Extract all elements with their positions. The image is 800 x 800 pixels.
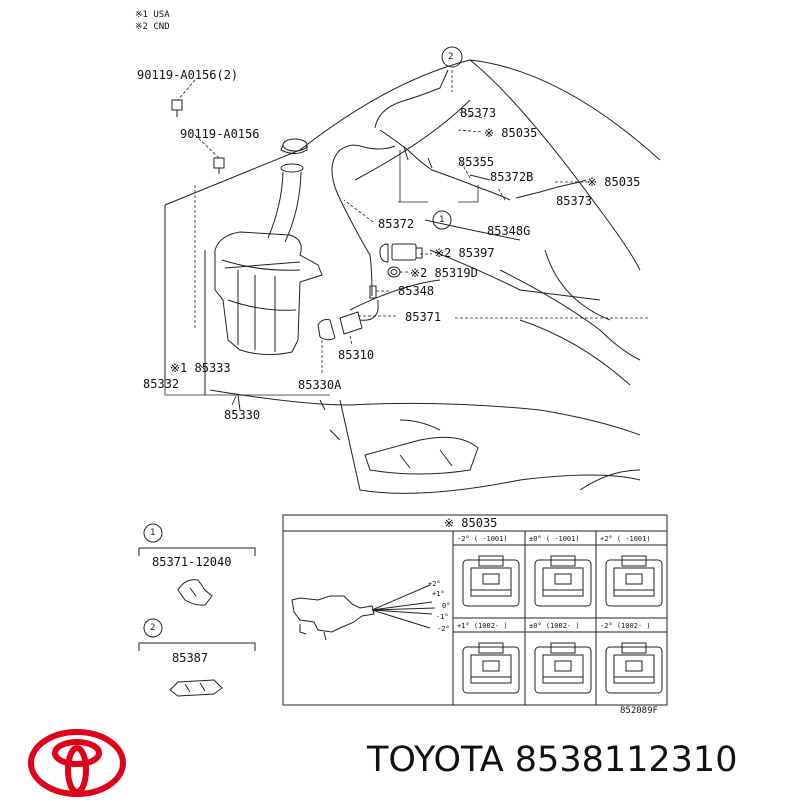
part-85397: ※2 85397 [434, 246, 495, 260]
angle-zero: 0° [442, 602, 451, 610]
part-85333: ※1 85333 [170, 361, 231, 375]
inset-part-85371-12040: 85371-12040 [152, 555, 232, 569]
part-85348g: 85348G [487, 224, 531, 238]
cell-label: +1° (1002- ) [457, 622, 508, 630]
part-85310: 85310 [338, 348, 375, 362]
angle-minus-2: -2° [437, 625, 450, 633]
nozzle-connector-sketch [534, 555, 592, 607]
callout-2: 2 [448, 52, 454, 62]
part-85330a: 85330A [298, 378, 342, 392]
nozzle-connector-sketch [462, 642, 520, 694]
part-85035-upper: ※ 85035 [484, 126, 538, 140]
nozzle-connector-sketch [462, 555, 520, 607]
part-85373-lower: 85373 [556, 194, 593, 208]
nozzle-connector-sketch [534, 642, 592, 694]
table-title: ※ 85035 [444, 516, 498, 530]
cell-label: -2° (1002- ) [600, 622, 651, 630]
angle-minus-1: -1° [436, 613, 449, 621]
cell-label: ±0° ( -1001) [529, 535, 580, 543]
part-85319d: ※2 85319D [410, 266, 478, 280]
part-85332: 85332 [143, 377, 180, 391]
cell-label: +2° ( -1001) [600, 535, 651, 543]
callout-1: 1 [439, 215, 445, 225]
angle-plus-1: +1° [432, 590, 445, 598]
part-85348: 85348 [398, 284, 435, 298]
part-85035-right: ※ 85035 [587, 175, 641, 189]
part-85373-upper: 85373 [460, 106, 497, 120]
cell-label: ±0° (1002- ) [529, 622, 580, 630]
cell-label: -2° ( -1001) [457, 535, 508, 543]
part-number: 8538112310 [514, 740, 738, 780]
legend-note-usa: ※1 USA [135, 10, 170, 20]
part-85330: 85330 [224, 408, 261, 422]
footer-title: TOYOTA 8538112310 [367, 740, 737, 780]
inset-callout-2: 2 [150, 623, 156, 633]
brand-name: TOYOTA [367, 740, 504, 780]
part-90119-a0156-2: 90119-A0156(2) [137, 68, 239, 82]
part-85372b: 85372B [490, 170, 534, 184]
part-85372: 85372 [378, 217, 415, 231]
inset-part-85387: 85387 [172, 651, 209, 665]
part-90119-a0156: 90119-A0156 [180, 127, 260, 141]
legend-note-cnd: ※2 CND [135, 22, 170, 32]
toyota-logo-icon [28, 729, 126, 797]
part-85355: 85355 [458, 155, 495, 169]
figure-code: 852089F [620, 706, 658, 716]
nozzle-connector-sketch [605, 555, 663, 607]
part-85371: 85371 [405, 310, 442, 324]
inset-callout-1: 1 [150, 528, 156, 538]
nozzle-connector-sketch [605, 642, 663, 694]
angle-plus-2: +2° [428, 580, 441, 588]
